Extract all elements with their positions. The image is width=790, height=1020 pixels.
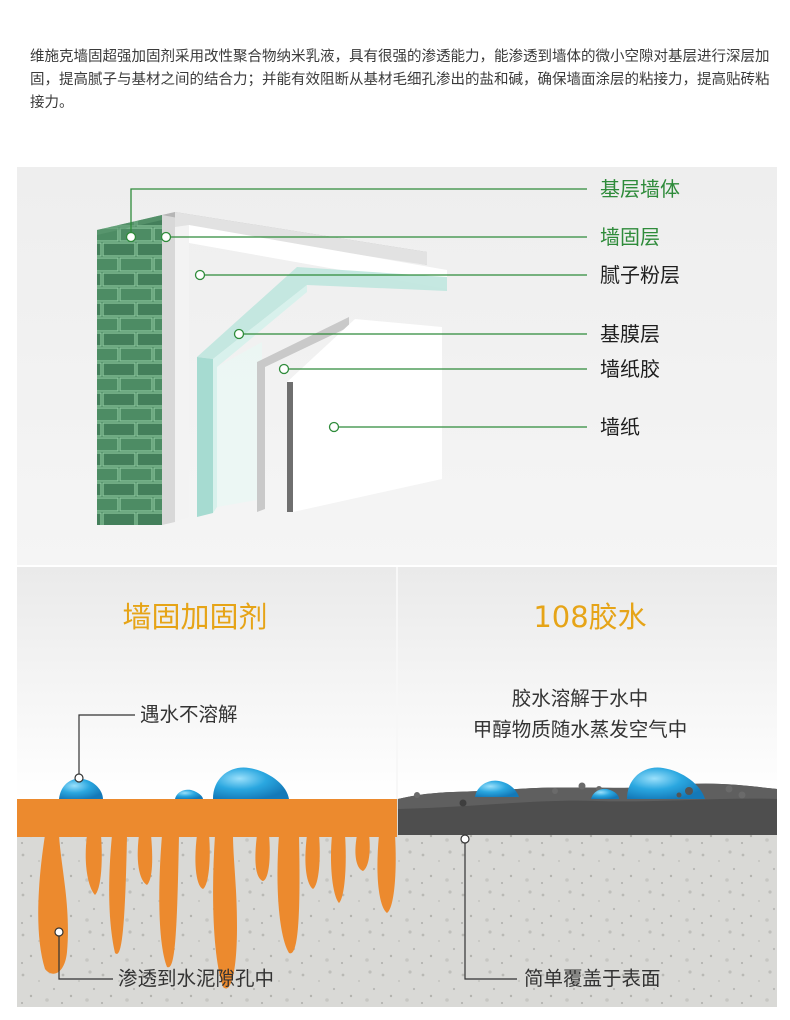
droplet [213,767,289,799]
label-wallpaper: 墙纸 [600,415,640,439]
left-title: 墙固加固剂 [122,600,268,634]
right-bottom-note: 简单覆盖于表面 [524,967,661,990]
droplet [591,788,619,799]
wall-layer-diagram [17,167,777,565]
right-water-droplets [475,767,705,799]
wallpaper-layer [287,319,442,512]
label-base-wall: 基层墙体 [600,177,680,201]
compare-leader-lines [58,714,517,980]
leader-right-bottom [464,839,517,980]
left-top-note: 遇水不溶解 [140,703,238,726]
leader-left-bottom [58,932,113,980]
label-glue: 墙纸胶 [600,357,660,381]
leader-dots [125,231,340,433]
right-top-note-line2: 甲醇物质随水蒸发空气中 [472,718,688,741]
leader-lines [130,188,587,428]
leader-line-base-wall [130,188,587,237]
left-background [17,567,397,799]
label-wall-fix: 墙固层 [600,225,660,249]
leader-left-top [78,714,135,778]
orange-penetration-layer [17,799,397,989]
brick-wall-layer [97,215,162,525]
right-top-note-line1: 胶水溶解于水中 [511,687,649,710]
base-film-layer [197,267,447,517]
intro-paragraph: 维施克墙固超强加固剂采用改性聚合物纳米乳液，具有很强的渗透能力，能渗透到墙体的微… [30,49,770,111]
label-base-film: 基膜层 [600,322,660,346]
wall-fix-layer [162,212,427,525]
right-title: 108胶水 [533,600,647,634]
droplet [475,780,519,797]
left-water-droplets [59,767,289,799]
label-putty: 腻子粉层 [600,263,680,287]
droplet [59,778,103,799]
left-bottom-note: 渗透到水泥隙孔中 [118,967,275,990]
droplet [175,789,203,799]
right-background [398,567,777,799]
comparison-illustration [17,567,777,1007]
